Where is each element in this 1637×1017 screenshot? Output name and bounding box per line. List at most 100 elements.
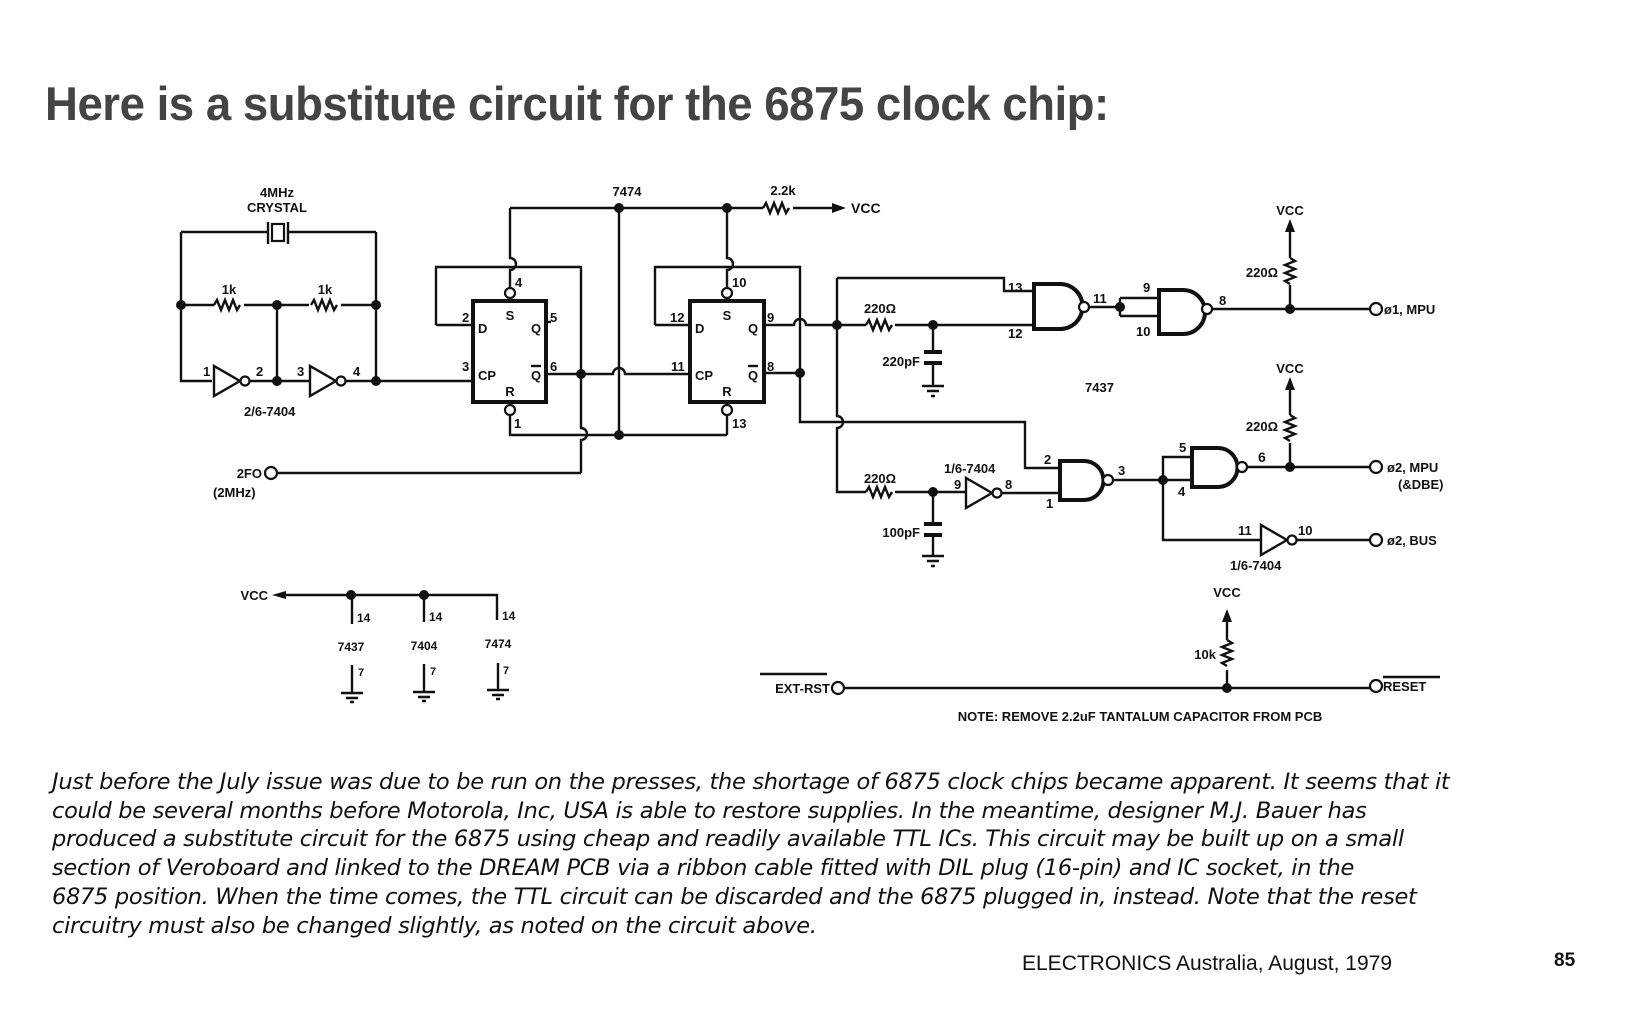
capacitor-icon bbox=[924, 492, 942, 555]
pin-label: 13 bbox=[732, 416, 746, 431]
pin-label: 9 bbox=[1143, 280, 1150, 295]
resistor-label: 220Ω bbox=[1246, 419, 1278, 434]
inverter-icon bbox=[964, 475, 1003, 511]
ic-label: 1/6-7404 bbox=[944, 461, 996, 476]
vcc-label: VCC bbox=[1276, 203, 1304, 218]
pin-name: S bbox=[506, 308, 515, 323]
pin-label: 2 bbox=[256, 364, 263, 379]
ic-label: 7437 bbox=[1085, 380, 1114, 395]
output-reset: RESET bbox=[1383, 679, 1426, 694]
resistor-label: 220Ω bbox=[864, 301, 896, 316]
resistor-label: 1k bbox=[318, 282, 333, 297]
nand-gate-icon bbox=[1058, 459, 1106, 502]
pin-label: 8 bbox=[1219, 293, 1226, 308]
resistor-label: 220Ω bbox=[864, 471, 896, 486]
pin-label: 10 bbox=[1298, 523, 1312, 538]
pin-label: 11 bbox=[671, 359, 685, 374]
pin-label: 14 bbox=[429, 610, 443, 624]
body-line: Just before the July issue was due to be… bbox=[52, 769, 1450, 795]
pin-name: R bbox=[722, 384, 732, 399]
body-line: produced a substitute circuit for the 68… bbox=[52, 826, 1404, 853]
ic-label: 7474 bbox=[613, 184, 643, 199]
resistor-icon bbox=[1281, 413, 1299, 443]
pin-label: 13 bbox=[1008, 280, 1022, 295]
inverter-icon bbox=[212, 363, 251, 399]
pin-label: 10 bbox=[732, 275, 746, 290]
flipflop-2 bbox=[688, 299, 766, 404]
chip-label: 7404 bbox=[411, 639, 438, 653]
vcc-label: VCC bbox=[851, 200, 881, 216]
pin-label: 8 bbox=[767, 359, 774, 374]
pin-label: 7 bbox=[358, 667, 364, 679]
pin-label: 2 bbox=[1044, 452, 1051, 467]
pin-label: 2 bbox=[462, 310, 469, 325]
capacitor-icon bbox=[924, 325, 942, 385]
resistor-label: 1k bbox=[222, 282, 237, 297]
pin-label: 9 bbox=[954, 477, 961, 492]
capacitor-label: 220pF bbox=[882, 354, 920, 369]
resistor-label: 220Ω bbox=[1246, 265, 1278, 280]
flipflop-section: 7474 2.2k VCC S D CP Q Q R 4 2 3 5 6 1 bbox=[213, 183, 881, 500]
page-title: Here is a substitute circuit for the 687… bbox=[45, 77, 1109, 130]
schematic-note: NOTE: REMOVE 2.2uF TANTALUM CAPACITOR FR… bbox=[958, 709, 1322, 724]
pin-label: 10 bbox=[1136, 324, 1150, 339]
pin-label: 7 bbox=[503, 665, 509, 677]
pin-label: 1 bbox=[1046, 496, 1053, 511]
pin-label: 14 bbox=[357, 611, 371, 625]
body-line: 6875 position. When the time comes, the … bbox=[52, 883, 1417, 910]
input-2fo-freq: (2MHz) bbox=[213, 485, 256, 500]
pin-label: 11 bbox=[1093, 291, 1107, 306]
ground-icon bbox=[922, 554, 944, 568]
page-number: 85 bbox=[1554, 950, 1576, 971]
ground-icon bbox=[341, 665, 363, 704]
pin-name: Q bbox=[531, 321, 541, 336]
pin-name: Q bbox=[748, 368, 758, 383]
pin-label: 3 bbox=[462, 359, 469, 374]
output-phi1-mpu: ø1, MPU bbox=[1384, 302, 1435, 317]
nand-gate-icon bbox=[1032, 282, 1085, 331]
pin-label: 14 bbox=[502, 609, 516, 623]
pin-label: 8 bbox=[1005, 477, 1012, 492]
crystal-label-freq: 4MHz bbox=[260, 185, 294, 200]
pin-label: 11 bbox=[1238, 523, 1252, 538]
circuit-schematic: 4MHz CRYSTAL 1k 1k 1 2 3 bbox=[176, 183, 1444, 724]
pin-label: 3 bbox=[297, 364, 304, 379]
resistor-icon bbox=[212, 296, 242, 314]
chip-label: 7437 bbox=[338, 640, 365, 654]
pin-name: R bbox=[505, 384, 515, 399]
inverter-icon bbox=[308, 363, 347, 399]
output-phi2-mpu-sub: (&DBE) bbox=[1398, 477, 1444, 492]
pin-name: Q bbox=[748, 321, 758, 336]
pin-name: S bbox=[723, 308, 732, 323]
resistor-icon bbox=[1281, 256, 1299, 286]
pin-label: 12 bbox=[1008, 326, 1022, 341]
pin-label: 6 bbox=[1258, 449, 1266, 465]
resistor-icon bbox=[1218, 638, 1236, 668]
ext-rst-label: EXT-RST bbox=[775, 681, 830, 696]
resistor-icon bbox=[864, 483, 894, 501]
chip-label: 7474 bbox=[485, 637, 512, 651]
output-phi2-mpu: ø2, MPU bbox=[1387, 460, 1438, 475]
ground-icon bbox=[413, 664, 435, 703]
pin-label: 12 bbox=[670, 310, 684, 325]
crystal-label: CRYSTAL bbox=[247, 200, 307, 215]
resistor-label: 2.2k bbox=[770, 183, 796, 198]
pin-name: D bbox=[478, 321, 487, 336]
pin-label: 1 bbox=[514, 416, 521, 431]
nand-gate-icon bbox=[1190, 446, 1240, 489]
output-phi2-bus: ø2, BUS bbox=[1387, 533, 1437, 548]
nand-gate-icon bbox=[1157, 288, 1207, 336]
input-2fo-label: 2FO bbox=[237, 466, 262, 481]
oscillator-section: 4MHz CRYSTAL 1k 1k 1 2 3 bbox=[176, 185, 472, 419]
article-body: Just before the July issue was due to be… bbox=[52, 768, 1572, 940]
pin-name: CP bbox=[478, 368, 496, 383]
body-line: section of Veroboard and linked to the D… bbox=[52, 855, 1355, 882]
pin-label: 5 bbox=[1179, 440, 1186, 455]
power-section: VCC 14 14 14 7437 7404 7474 7 7 7 bbox=[241, 588, 516, 704]
pin-label: 5 bbox=[550, 310, 557, 325]
pin-label: 6 bbox=[550, 359, 557, 374]
gating-section: 220Ω 220pF 13 12 11 9 10 8 ø1, MPU bbox=[764, 203, 1444, 573]
vcc-label: VCC bbox=[1213, 585, 1241, 600]
crystal-icon bbox=[181, 222, 376, 244]
pin-label: 4 bbox=[515, 275, 523, 290]
